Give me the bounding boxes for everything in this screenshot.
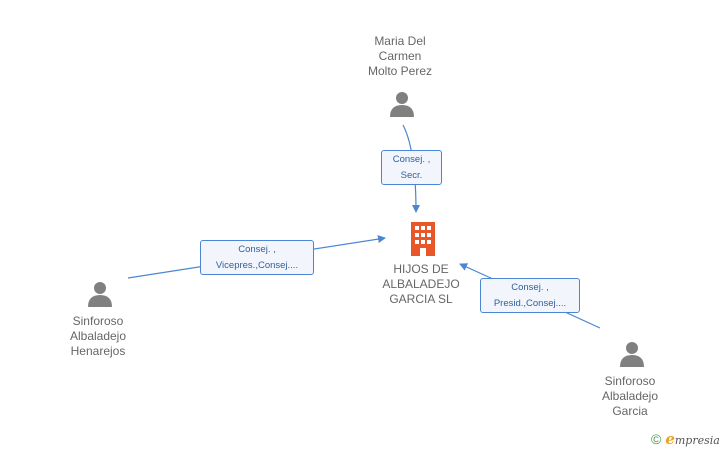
person-top-name: Maria Del Carmen Molto Perez — [367, 34, 433, 78]
person-left-icon[interactable] — [86, 280, 114, 308]
edge-top-line2: Secr. — [400, 170, 423, 181]
edge-left-label[interactable]: Consej. , Vicepres.,Consej.... — [200, 240, 314, 275]
empresia-logo: ©empresia — [651, 430, 720, 448]
edge-left-line2: Vicepres.,Consej.... — [215, 260, 299, 271]
person-right-icon[interactable] — [618, 340, 646, 368]
building-icon[interactable] — [408, 222, 438, 256]
copyright-symbol: © — [651, 431, 662, 447]
brand-name: mpresia — [674, 434, 720, 447]
edge-top-label[interactable]: Consej. , Secr. — [381, 150, 442, 185]
company-name[interactable]: HIJOS DE ALBALADEJO GARCIA SL — [382, 262, 460, 306]
edge-right-line2: Presid.,Consej.... — [493, 298, 567, 309]
edge-left-line1: Consej. , — [238, 244, 276, 255]
edge-right-label[interactable]: Consej. , Presid.,Consej.... — [480, 278, 580, 313]
person-top-icon[interactable] — [388, 90, 416, 118]
brand-e: e — [665, 430, 675, 448]
person-left-name: Sinforoso Albaladejo Henarejos — [69, 314, 127, 358]
edge-top-line1: Consej. , — [392, 154, 431, 165]
person-right-name: Sinforoso Albaladejo Garcia — [601, 374, 659, 418]
edge-right-line1: Consej. , — [511, 282, 549, 293]
